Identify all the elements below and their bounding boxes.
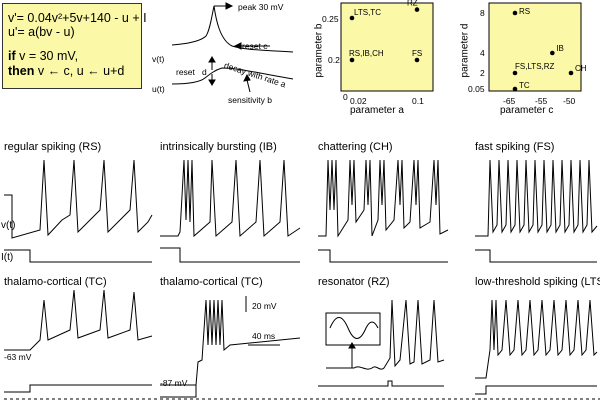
chart-ab-point-label-0: LTS,TC	[354, 8, 381, 17]
input-ch	[318, 249, 448, 263]
trace-ch	[318, 159, 449, 238]
chart-ab-xlabel: parameter a	[350, 105, 404, 116]
trace-rs	[4, 159, 153, 239]
chart-ab-point-label-2: RS,IB,CH	[349, 49, 384, 58]
input-tc-depol	[4, 384, 152, 393]
panel-title-tc-2: thalamo-cortical (TC)	[160, 276, 263, 288]
trace-rz	[326, 299, 445, 370]
schematic-u-trace	[171, 67, 294, 85]
panel-title-lts: low-threshold spiking (LTS)	[475, 276, 600, 288]
chart-cd-point-1	[550, 50, 555, 56]
chart-ab-point-3	[414, 57, 420, 63]
chart-ab-ylabel: parameter b	[313, 23, 325, 78]
chart-cd-point-4	[512, 86, 518, 92]
chart-cd-point-label-0: RS	[519, 7, 530, 16]
panel-title-rz: resonator (RZ)	[318, 276, 390, 288]
if-keyword: if	[8, 49, 16, 63]
chart-cd-xtick-0: -65	[503, 96, 516, 106]
trace-fs	[475, 159, 598, 237]
reset-action-text: v ← c, u ← u+d	[34, 64, 125, 78]
chart-cd-ylabel: parameter d	[459, 23, 471, 78]
panel-title-rs: regular spiking (RS)	[4, 141, 102, 153]
chart-cd-ytick-2: 2	[480, 68, 485, 78]
d-label: d	[202, 67, 207, 77]
minus87-label: -87 mV	[160, 378, 188, 388]
chart-cd-point-0	[512, 10, 518, 16]
chart-cd-ytick-1: 4	[480, 48, 485, 58]
chart-ab-point-2	[349, 57, 355, 63]
trace-ib	[160, 159, 301, 238]
minus63-label: -63 mV	[4, 352, 32, 362]
chart-ab-ytick-0: 0.2	[328, 55, 340, 65]
input-tc-hyper	[160, 385, 197, 398]
reset-condition: if v = 30 mV,	[8, 49, 78, 63]
chart-cd-point-label-3: CH	[575, 64, 587, 73]
chart-cd-xtick-2: -50	[563, 96, 576, 106]
chart-cd-ytick-0: 8	[480, 8, 485, 18]
trace-tc-hyper	[160, 299, 301, 386]
peak-label: peak 30 mV	[238, 2, 284, 12]
panel-title-ch: chattering (CH)	[318, 141, 393, 153]
chart-cd-point-3	[568, 70, 574, 76]
chart-ab-xtick-2: 0.1	[412, 96, 424, 106]
chart-ab-ytick-1: 0.25	[322, 14, 339, 24]
schematic-u-label: u(t)	[152, 84, 165, 94]
model-equations-box: v'= 0.04v²+5v+140 - u + I u'= a(bv - u) …	[2, 3, 147, 89]
chart-ab-frame	[340, 2, 434, 92]
schematic-v-label: v(t)	[152, 54, 165, 64]
sensitivity-label: sensitivity b	[228, 95, 272, 105]
chart-ab-point-0	[349, 15, 355, 21]
then-keyword: then	[8, 64, 35, 78]
reset-c-label: reset c	[242, 41, 268, 51]
input-rs	[4, 249, 152, 263]
reset-action: then v ← c, u ← u+d	[8, 64, 124, 78]
chart-ab-point-label-1: RZ	[407, 0, 418, 8]
chart-ab-point-label-3: FS	[412, 49, 422, 58]
input-ib	[160, 247, 300, 263]
chart-cd-point-label-4: TC	[519, 81, 530, 90]
chart-cd-point-label-1: IB	[556, 44, 564, 53]
chart-ab-xtick-1: 0.02	[350, 96, 367, 106]
chart-ab-xtick-0: 0	[343, 92, 348, 102]
chart-cd-frame	[488, 2, 582, 92]
input-lts	[475, 385, 597, 395]
reset-d-label: reset	[176, 67, 195, 77]
chart-ab-point-1	[414, 7, 420, 12]
reset-condition-text: v = 30 mV,	[15, 49, 79, 63]
vt-label: v(t)	[1, 220, 16, 231]
scale-ms-label: 40 ms	[252, 331, 276, 341]
panel-title-tc-1: thalamo-cortical (TC)	[4, 276, 107, 288]
trace-lts	[475, 299, 598, 379]
equation-u: u'= a(bv - u)	[8, 25, 75, 39]
chart-cd-xtick-1: -55	[535, 96, 548, 106]
chart-cd-ytick-3: 0.05	[468, 84, 485, 94]
panel-title-ib: intrinsically bursting (IB)	[160, 141, 277, 153]
equation-v: v'= 0.04v²+5v+140 - u + I	[8, 11, 147, 25]
rz-inset-trace	[329, 317, 379, 339]
chart-cd-point-2	[512, 70, 518, 76]
scale-mv-label: 20 mV	[252, 301, 277, 311]
it-label: I(t)	[1, 252, 14, 263]
chart-cd-xlabel: parameter c	[500, 105, 554, 116]
rz-inset	[325, 312, 381, 346]
panel-title-fs: fast spiking (FS)	[475, 141, 555, 153]
trace-tc-depol	[4, 289, 153, 351]
chart-cd-point-label-2: FS,LTS,RZ	[515, 62, 555, 71]
input-rz	[318, 380, 444, 387]
trace-group	[4, 159, 598, 398]
input-fs	[475, 249, 597, 263]
schematic-v-trace	[171, 5, 294, 53]
schematic-diagram	[171, 2, 294, 93]
